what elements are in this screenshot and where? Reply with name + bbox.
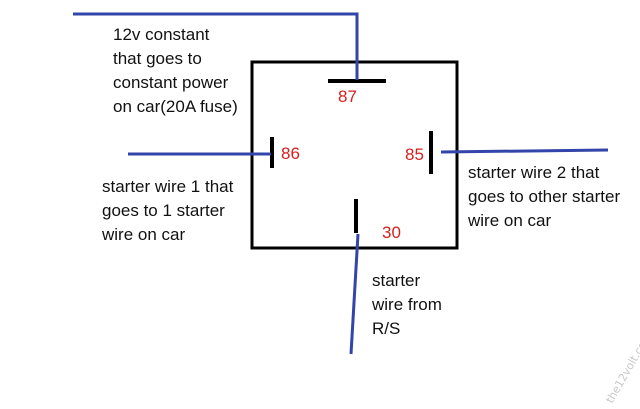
wire-30 <box>349 233 360 355</box>
label-wire-86-line: starter wire 1 that <box>102 177 234 196</box>
pin-30-label: 30 <box>382 223 401 242</box>
label-wire-30-line: R/S <box>372 319 400 338</box>
label-wire-85-line: wire on car <box>467 211 551 230</box>
label-wire-87-line: on car(20A fuse) <box>113 97 238 116</box>
label-wire-85-line: goes to other starter <box>468 187 620 206</box>
pin-85-label: 85 <box>405 145 424 164</box>
label-wire-30: starter wire from R/S <box>371 271 447 338</box>
wire-87 <box>73 12 359 80</box>
label-wire-87-line: that goes to <box>113 49 202 68</box>
label-wire-86: starter wire 1 that goes to 1 starter wi… <box>101 177 238 244</box>
label-wire-87-line: 12v constant <box>113 25 210 44</box>
label-wire-86-line: wire on car <box>101 225 185 244</box>
label-wire-86-line: goes to 1 starter <box>102 201 225 220</box>
wire-85 <box>440 148 609 154</box>
label-wire-30-line: wire from <box>371 295 442 314</box>
pin-87-label: 87 <box>338 87 357 106</box>
watermark: the12volt.com <box>603 330 640 405</box>
label-wire-87-line: constant power <box>113 73 229 92</box>
pin-86-label: 86 <box>281 144 300 163</box>
label-wire-85: starter wire 2 that goes to other starte… <box>467 163 625 230</box>
label-wire-87: 12v constant that goes to constant power… <box>113 25 238 116</box>
label-wire-85-line: starter wire 2 that <box>468 163 600 182</box>
label-wire-30-line: starter <box>372 271 421 290</box>
